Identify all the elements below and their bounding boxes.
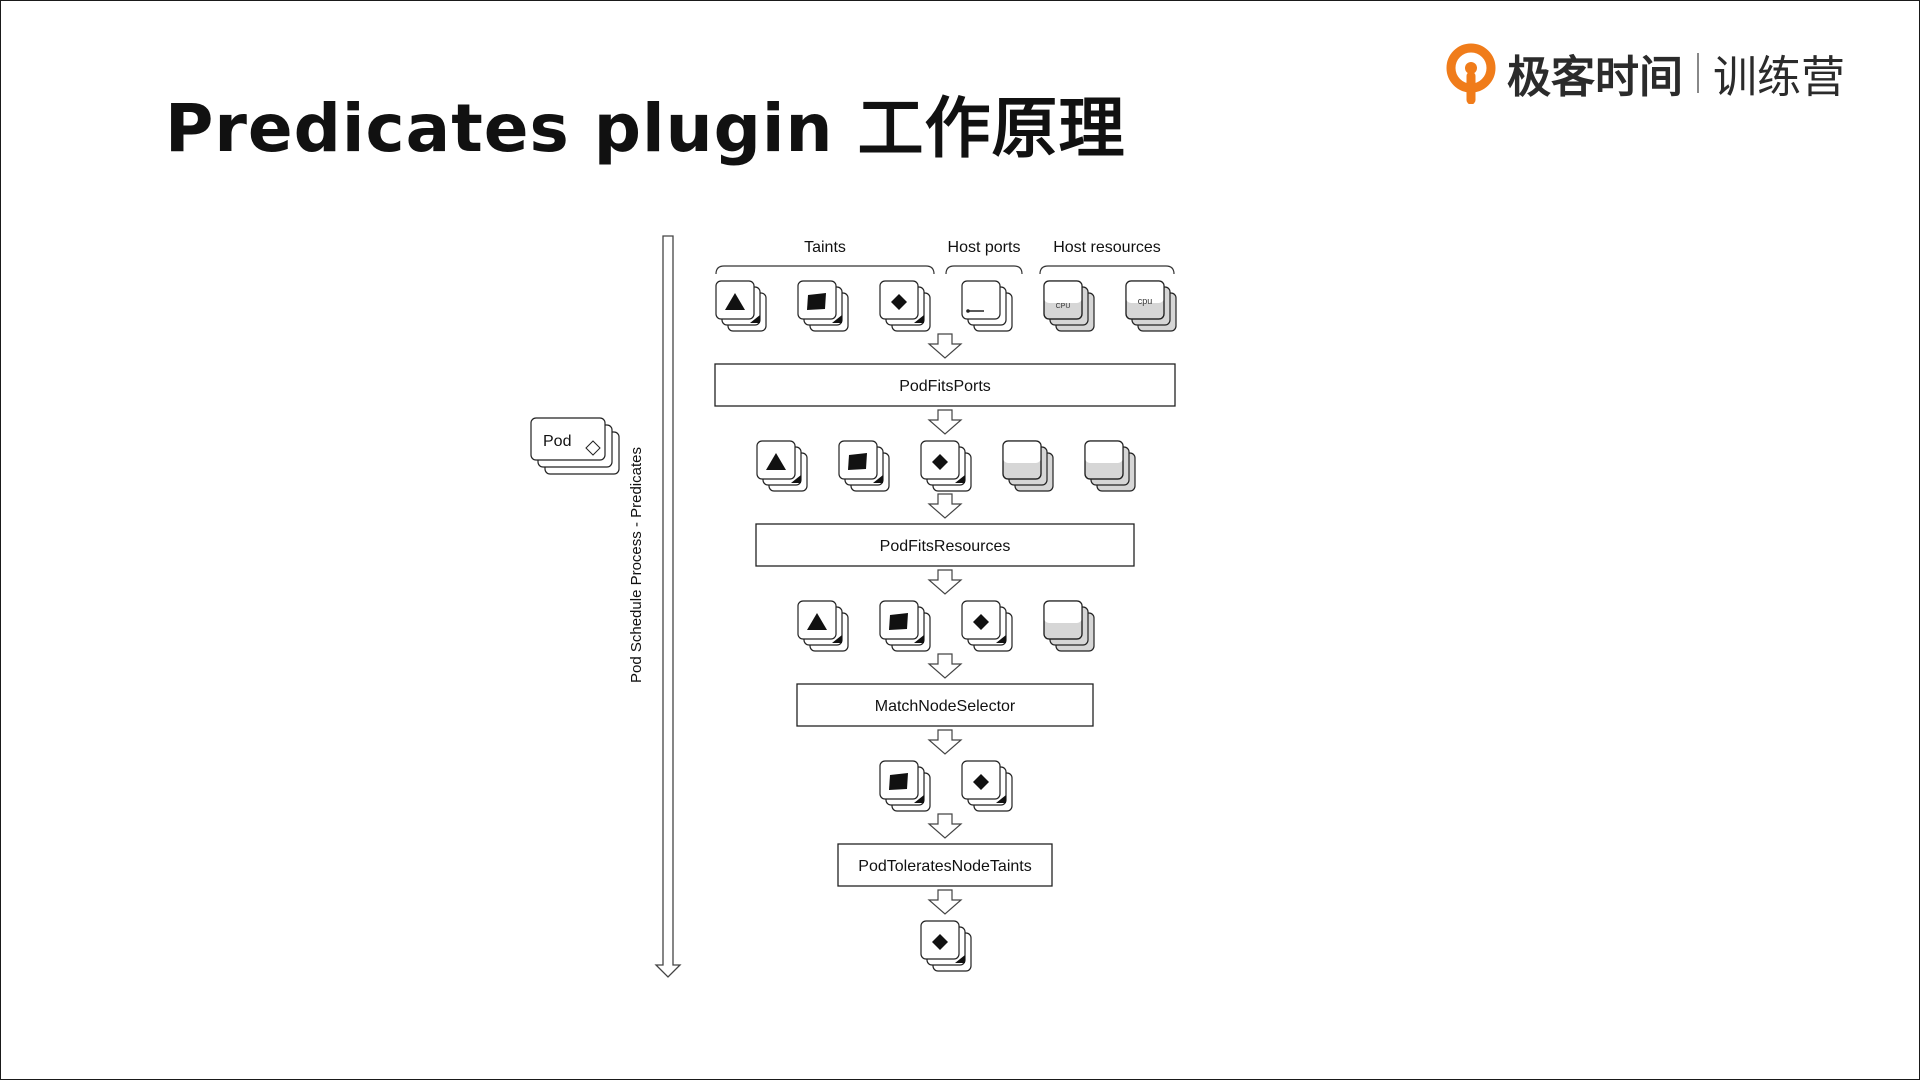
node-outline [1125, 280, 1165, 320]
stage-box [837, 843, 1053, 887]
port-dot-icon [966, 309, 970, 313]
flow-arrow-icon [927, 333, 963, 359]
diamond-icon [932, 934, 948, 950]
diamond-icon [973, 774, 989, 790]
brand-name: 极客时间 [1507, 52, 1683, 103]
group-taints: Taints [715, 239, 935, 275]
node-stack-square [838, 440, 890, 492]
stack-corner-icon [955, 955, 965, 963]
process-label: Pod Schedule Process - Predicates [628, 447, 645, 683]
node-stack-triangle [756, 440, 808, 492]
node-outline [1043, 600, 1083, 640]
stack-corner-icon [914, 795, 924, 803]
node-stack-diamond [920, 440, 972, 492]
group-brace [1039, 265, 1175, 275]
diamond-icon [891, 294, 907, 310]
node-stack-cpu: cpu [1125, 280, 1177, 332]
node-stack-square [879, 760, 931, 812]
square-icon [889, 773, 908, 790]
cpu-label: cpu [1138, 296, 1153, 306]
triangle-icon [725, 293, 745, 310]
node-outline [1084, 440, 1124, 480]
stack-corner-icon [996, 795, 1006, 803]
group-host-resources: Host resources [1039, 239, 1175, 275]
pod-diamond-icon [585, 440, 601, 456]
stage-PodFitsPorts: PodFitsPorts [714, 363, 1176, 407]
stage-box [714, 363, 1176, 407]
page-title: Predicates plugin 工作原理 [165, 90, 1126, 167]
stage-PodToleratesNodeTaints: PodToleratesNodeTaints [837, 843, 1053, 887]
node-top [1085, 441, 1123, 463]
stage-label: PodFitsPorts [899, 378, 991, 395]
node-outline [1002, 440, 1042, 480]
pod-label: Pod [543, 433, 571, 450]
square-icon [807, 293, 826, 310]
flow-arrow-icon [927, 729, 963, 755]
flow-arrow-icon [927, 409, 963, 435]
square-icon [889, 613, 908, 630]
stage-MatchNodeSelector: MatchNodeSelector [796, 683, 1094, 727]
flow-arrow-icon [927, 813, 963, 839]
cpu-label: CPU [1056, 303, 1071, 310]
node-stack-ports [961, 280, 1013, 332]
stage-PodFitsResources: PodFitsResources [755, 523, 1135, 567]
square-icon [848, 453, 867, 470]
node-top [1044, 601, 1082, 623]
stage-box [755, 523, 1135, 567]
brand-logo-icon [1446, 43, 1496, 104]
brand-logo: 极客时间 训练营 [1445, 38, 1845, 108]
node-top [1126, 281, 1164, 303]
pod-card [530, 417, 606, 461]
node-stack-diamond [961, 600, 1013, 652]
flow-arrow-icon [927, 569, 963, 595]
stack-corner-icon [791, 475, 801, 483]
node-stack-square [797, 280, 849, 332]
brand-divider [1697, 53, 1699, 93]
node-stack-gray [1084, 440, 1136, 492]
stack-corner-icon [914, 315, 924, 323]
node-outline [1043, 280, 1083, 320]
stack-corner-icon [832, 315, 842, 323]
triangle-icon [807, 613, 827, 630]
diamond-icon [932, 454, 948, 470]
group-brace [715, 265, 935, 275]
triangle-icon [766, 453, 786, 470]
group-label: Host ports [948, 239, 1021, 256]
flow-arrow-icon [927, 889, 963, 915]
stage-label: MatchNodeSelector [875, 698, 1016, 715]
node-stack-square [879, 600, 931, 652]
stack-corner-icon [914, 635, 924, 643]
node-card [961, 280, 1001, 320]
node-stack-gray [1043, 600, 1095, 652]
flow-arrow-icon [927, 493, 963, 519]
stack-corner-icon [873, 475, 883, 483]
brand-subtitle: 训练营 [1713, 52, 1845, 103]
diamond-icon [973, 614, 989, 630]
flow-arrow-icon [927, 653, 963, 679]
stack-corner-icon [832, 635, 842, 643]
process-arrow [654, 235, 682, 978]
node-stack-diamond [879, 280, 931, 332]
group-label: Host resources [1053, 239, 1161, 256]
node-top [1003, 441, 1041, 463]
stack-corner-icon [955, 475, 965, 483]
group-host-ports: Host ports [945, 239, 1023, 275]
group-brace [945, 265, 1023, 275]
node-top [1044, 281, 1082, 303]
stack-corner-icon [996, 635, 1006, 643]
node-stack-diamond [920, 920, 972, 972]
stack-corner-icon [750, 315, 760, 323]
node-stack-gray [1002, 440, 1054, 492]
group-label: Taints [804, 239, 846, 256]
node-stack-triangle [797, 600, 849, 652]
pod-stack: Pod [530, 417, 620, 475]
stage-box [796, 683, 1094, 727]
node-stack-cpu-small: CPU [1043, 280, 1095, 332]
process-arrow-shaft [654, 235, 682, 978]
node-stack-triangle [715, 280, 767, 332]
stage-label: PodFitsResources [880, 538, 1011, 555]
node-stack-diamond [961, 760, 1013, 812]
stage-label: PodToleratesNodeTaints [858, 858, 1031, 875]
